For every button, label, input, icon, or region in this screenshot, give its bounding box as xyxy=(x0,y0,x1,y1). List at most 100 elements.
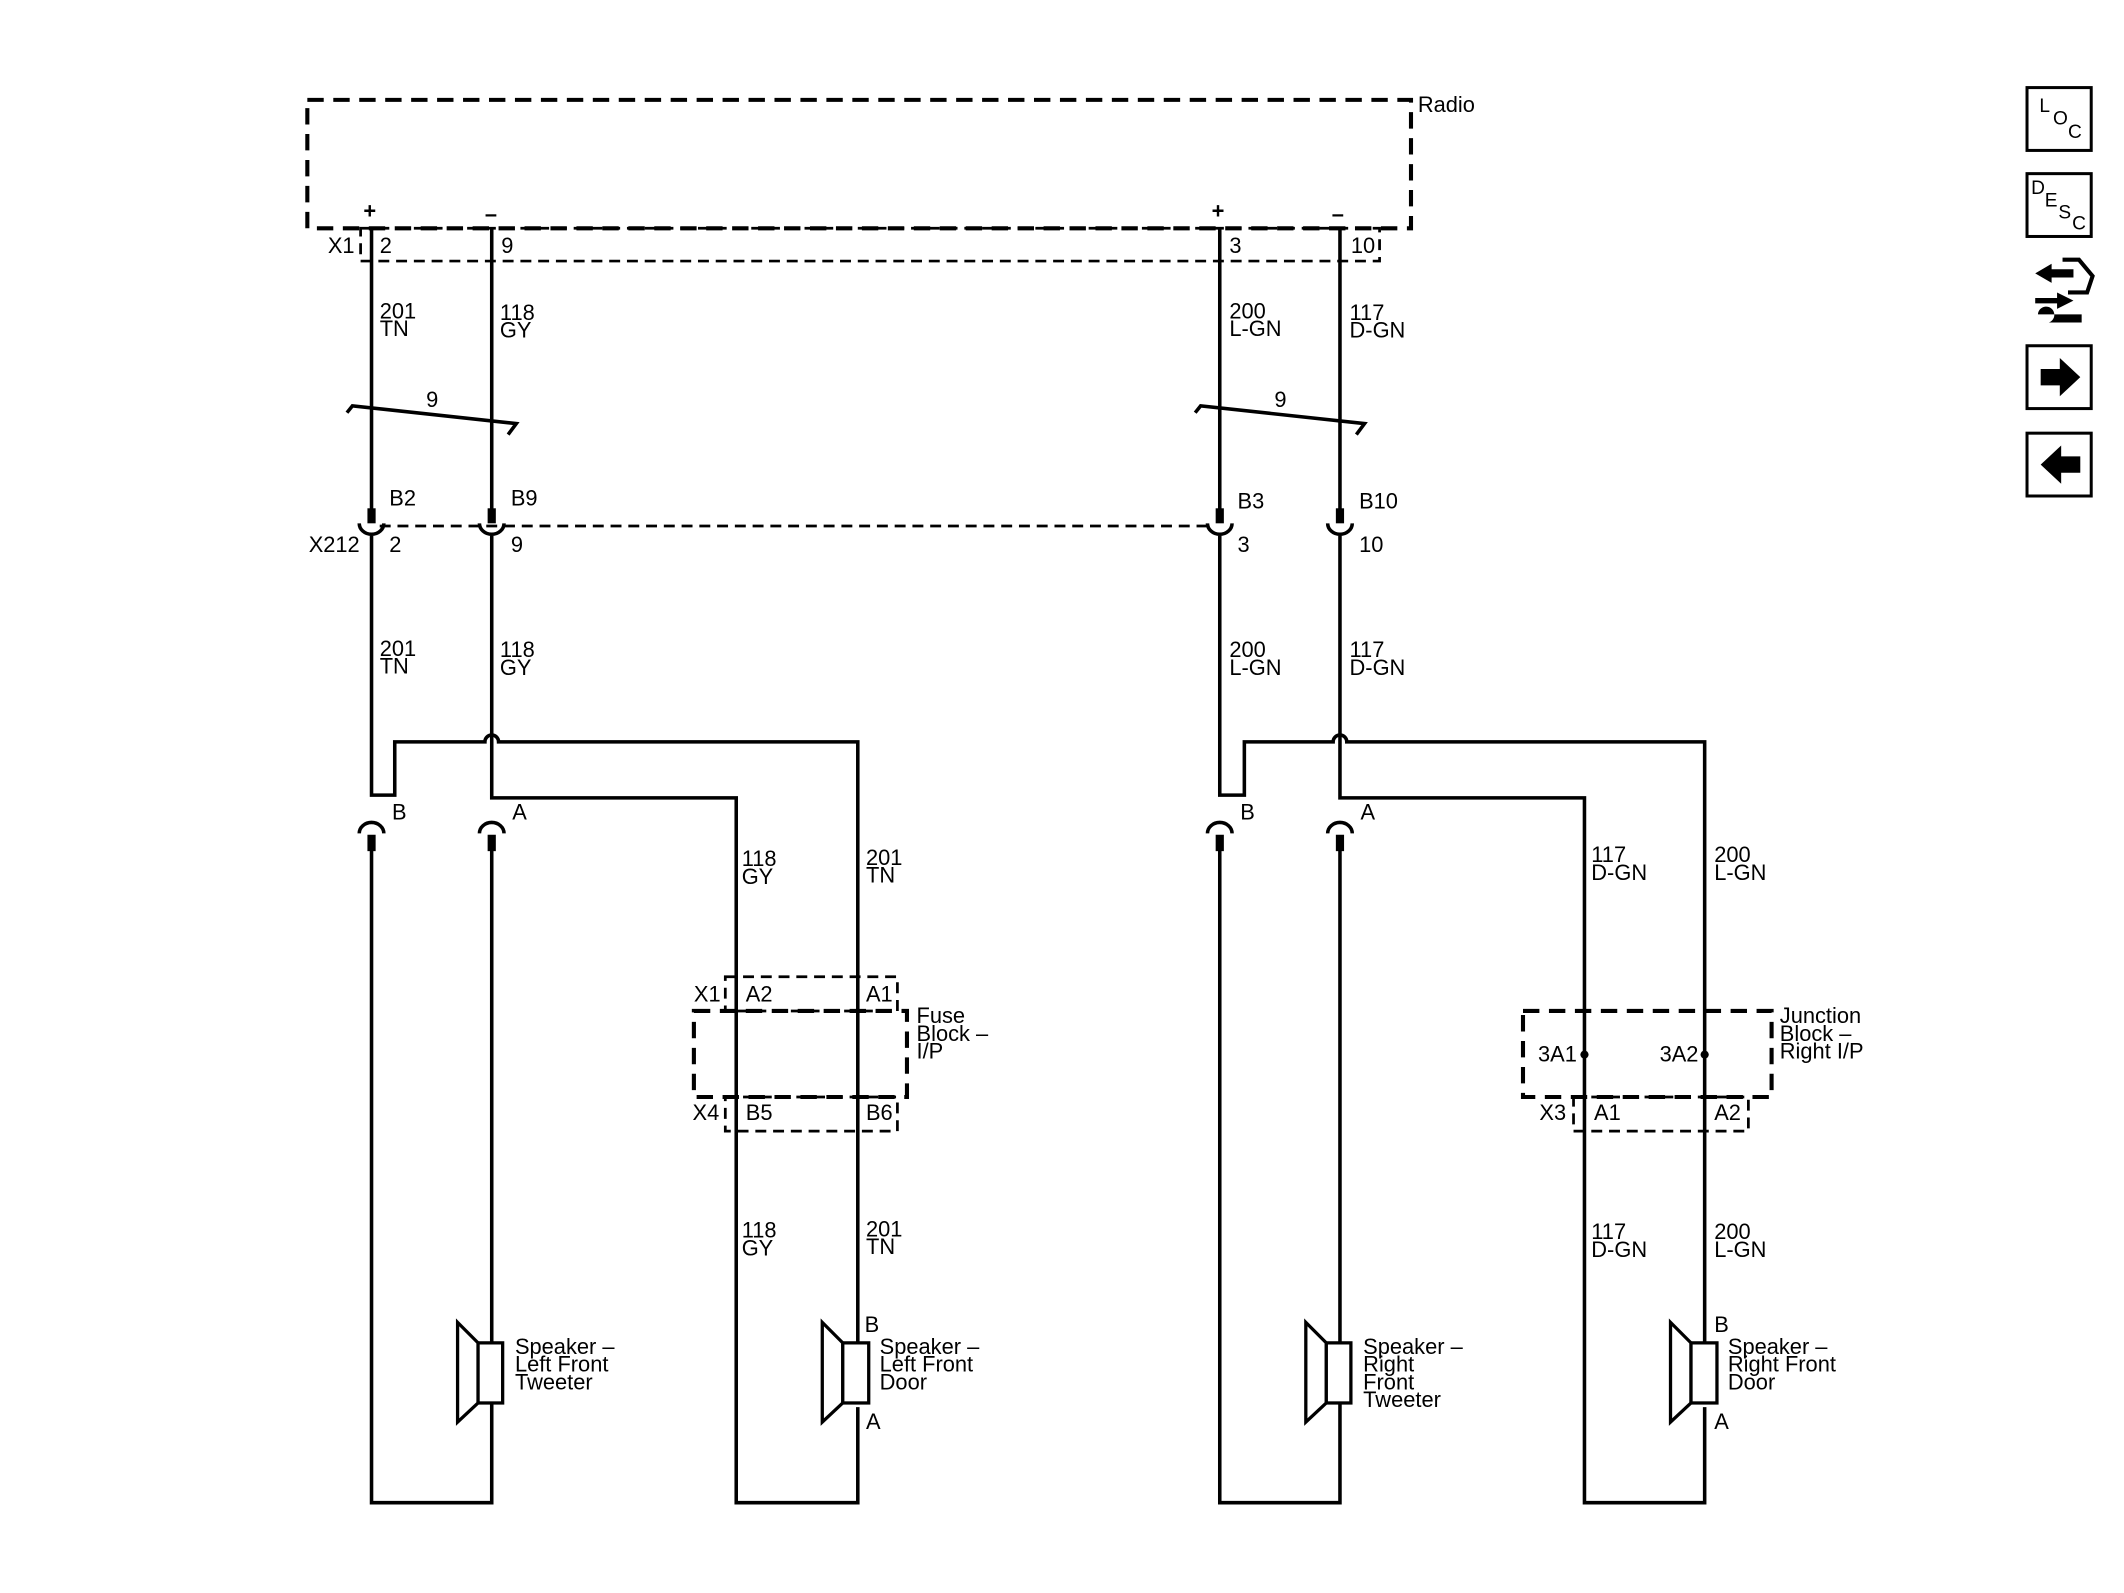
wire-color-117-d: D-GN xyxy=(1591,1237,1647,1262)
radio-box xyxy=(305,97,1414,231)
polarity-201: + xyxy=(363,199,376,224)
fuse-block-pin-a2: A2 xyxy=(746,981,773,1006)
x1-connector xyxy=(359,226,1381,263)
twist-count-left: 9 xyxy=(426,387,438,412)
x1-pin-9: 9 xyxy=(501,233,513,258)
arrow-left-icon xyxy=(2040,445,2081,484)
speaker-left-front-door-icon xyxy=(820,1318,871,1426)
location-button[interactable]: L O C xyxy=(2025,86,2093,152)
junction-block-pin-3a1: 3A1 xyxy=(1538,1041,1577,1066)
wire-label-201-b: 201 xyxy=(380,636,416,661)
wire-color-200-a: L-GN xyxy=(1229,316,1281,341)
right-tweeter-connector xyxy=(1205,820,1355,852)
wire-label-200-c: 200 xyxy=(1714,842,1750,867)
speaker-right-door-pin-a: A xyxy=(1714,1409,1729,1434)
x212-label: X212 xyxy=(309,532,360,557)
fuse-block-pin-a1: A1 xyxy=(866,981,893,1006)
wire-label-201-d: 201 xyxy=(866,1216,902,1241)
fuse-block-label-3: I/P xyxy=(917,1039,944,1064)
speaker-left-door-pin-a: A xyxy=(866,1409,881,1434)
x212-cavity-b9: B9 xyxy=(511,486,538,511)
speaker-right-door-label-2: Right Front xyxy=(1728,1352,1836,1377)
description-button[interactable]: D E S C xyxy=(2025,172,2093,238)
wire-label-117-c: 117 xyxy=(1591,842,1626,867)
fuse-block-label-2: Block – xyxy=(917,1021,989,1046)
wire-color-201-d: TN xyxy=(866,1234,895,1259)
speaker-left-front-tweeter-icon xyxy=(455,1318,505,1426)
wire-200-lower xyxy=(1217,535,1707,1346)
fuse-block-label-1: Fuse xyxy=(917,1003,966,1028)
speaker-left-door-label-2: Left Front xyxy=(880,1352,974,1377)
speaker-right-tweeter-label-2: Right xyxy=(1363,1352,1414,1377)
twist-count-right: 9 xyxy=(1274,387,1286,412)
x212-pin-9: 9 xyxy=(511,532,523,557)
wire-color-200-c: L-GN xyxy=(1714,860,1766,885)
wire-117-lower xyxy=(1338,535,1707,1505)
twisted-pair-right xyxy=(1193,403,1368,436)
svg-text:C: C xyxy=(2068,122,2082,143)
wire-118-lower xyxy=(489,535,860,1505)
junction-block-x3-label: X3 xyxy=(1539,1100,1566,1125)
next-button[interactable] xyxy=(2025,344,2093,411)
x212-cavity-b10: B10 xyxy=(1359,488,1398,513)
wire-label-200-b: 200 xyxy=(1229,637,1265,662)
wire-color-118-a: GY xyxy=(500,318,532,343)
fuse-block-pin-b6: B6 xyxy=(866,1100,893,1125)
previous-button[interactable] xyxy=(2025,431,2093,498)
location-icon: L O C xyxy=(2039,96,2082,143)
polarity-117: – xyxy=(1332,201,1344,226)
speaker-right-tweeter-label-3: Front xyxy=(1363,1369,1414,1394)
arrow-right-icon xyxy=(2040,358,2081,397)
wire-label-118-d: 118 xyxy=(742,1218,777,1243)
wire-label-118-b: 118 xyxy=(500,637,535,662)
wire-right-tweeter-loop xyxy=(1217,849,1342,1505)
wire-label-117-b: 117 xyxy=(1350,637,1385,662)
x212-cavity-b2: B2 xyxy=(389,486,416,511)
speaker-right-tweeter-label-1: Speaker – xyxy=(1363,1334,1463,1359)
junction-block-label-3: Right I/P xyxy=(1780,1039,1864,1064)
speaker-left-door-label-3: Door xyxy=(880,1369,927,1394)
wire-color-200-b: L-GN xyxy=(1229,655,1281,680)
wire-label-200-d: 200 xyxy=(1714,1219,1750,1244)
fuse-block-x4-connector xyxy=(723,1095,899,1133)
junction-block-pin-a1: A1 xyxy=(1594,1100,1621,1125)
speaker-left-tweeter-label-2: Left Front xyxy=(515,1352,609,1377)
wire-label-201-a: 201 xyxy=(380,298,416,323)
svg-text:L: L xyxy=(2039,96,2050,117)
wire-color-201-c: TN xyxy=(866,863,895,888)
connector-repair-button[interactable] xyxy=(2035,257,2095,323)
wire-color-118-c: GY xyxy=(742,864,774,889)
junction-block-pin-3a2: 3A2 xyxy=(1660,1041,1699,1066)
wire-color-201-b: TN xyxy=(380,654,409,679)
left-tweeter-connector xyxy=(357,820,506,852)
wire-color-200-d: L-GN xyxy=(1714,1237,1766,1262)
left-tweeter-pin-b: B xyxy=(392,800,407,825)
polarity-200: + xyxy=(1212,199,1225,224)
wire-color-117-c: D-GN xyxy=(1591,860,1647,885)
fuse-block xyxy=(691,1008,910,1100)
junction-block-pin-a2: A2 xyxy=(1714,1100,1741,1125)
junction-node-3a1 xyxy=(1580,1050,1589,1059)
wire-label-201-c: 201 xyxy=(866,845,902,870)
wire-label-117-d: 117 xyxy=(1591,1219,1626,1244)
description-icon: D E S C xyxy=(2031,178,2086,235)
left-tweeter-pin-a: A xyxy=(512,800,527,825)
wire-label-200-a: 200 xyxy=(1229,298,1265,323)
wire-color-118-d: GY xyxy=(742,1235,774,1260)
x1-pin-10: 10 xyxy=(1351,233,1375,258)
svg-text:O: O xyxy=(2053,108,2068,129)
speaker-right-door-label-1: Speaker – xyxy=(1728,1334,1828,1359)
x1-pin-3: 3 xyxy=(1229,233,1241,258)
fuse-block-x1-label: X1 xyxy=(694,981,721,1006)
x212-terminals xyxy=(357,508,1355,537)
speaker-right-door-pin-b: B xyxy=(1714,1312,1729,1337)
junction-block xyxy=(1520,1008,1774,1100)
wire-color-117-b: D-GN xyxy=(1350,655,1406,680)
wire-label-117-a: 117 xyxy=(1350,300,1385,325)
right-tweeter-pin-b: B xyxy=(1240,800,1255,825)
junction-node-3a2 xyxy=(1700,1050,1709,1059)
speaker-right-tweeter-label-4: Tweeter xyxy=(1363,1387,1441,1412)
fuse-block-pin-b5: B5 xyxy=(746,1100,773,1125)
twisted-pair-left xyxy=(345,403,520,436)
